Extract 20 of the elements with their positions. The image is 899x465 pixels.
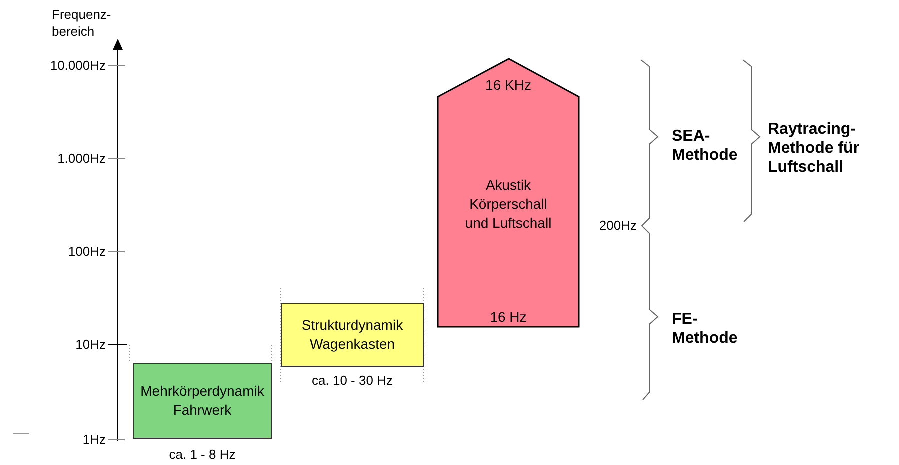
tick-label: 1Hz (82, 432, 106, 447)
range-caption: ca. 10 - 30 Hz (311, 373, 394, 388)
method-label: SEA- Methode (672, 127, 739, 165)
tick-label: 10Hz (76, 337, 106, 352)
node-label: Akustik Körperschall und Luftschall (464, 176, 553, 233)
axis-title: Frequenz- bereich (52, 6, 112, 40)
frequency-label: 200Hz (599, 218, 637, 233)
tick-label: 1.000Hz (58, 151, 106, 166)
node-label: Strukturdynamik Wagenkasten (300, 316, 404, 354)
pentagon-shape (437, 58, 580, 328)
tick-label: 100Hz (68, 244, 106, 259)
process-box (133, 363, 272, 439)
node-label: Mehrkörperdynamik Fahrwerk (140, 382, 266, 420)
frequency-label: 16 KHz (484, 76, 532, 95)
process-box (281, 303, 424, 367)
method-label: FE- Methode (672, 310, 739, 348)
frequency-label: 16 Hz (489, 308, 528, 327)
range-caption: ca. 1 - 8 Hz (168, 447, 237, 462)
tick-label: 10.000Hz (50, 58, 106, 73)
method-label: Raytracing- Methode für Luftschall (768, 120, 861, 177)
